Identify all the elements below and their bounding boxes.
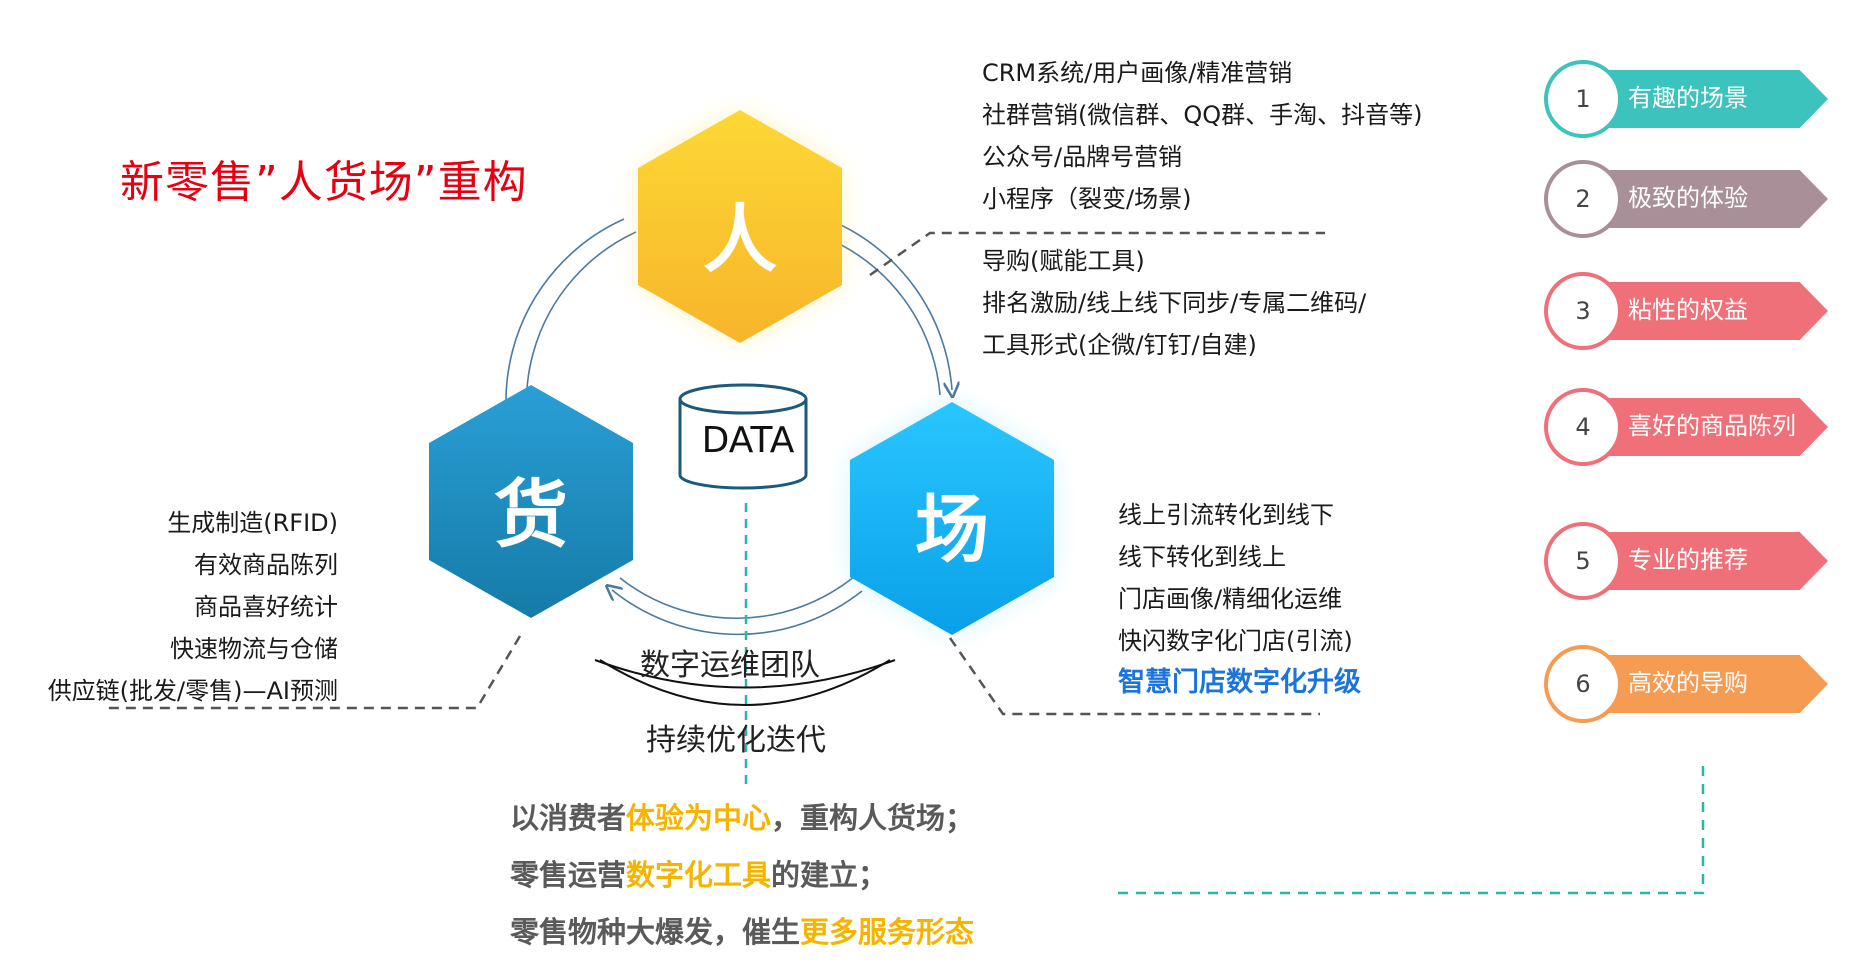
summary-block: 以消费者体验为中心，重构人货场； 零售运营数字化工具的建立； 零售物种大爆发，催…: [510, 790, 974, 961]
team-label: 数字运维团队: [640, 648, 820, 683]
place-hexagon: [850, 402, 1054, 635]
arrow-people-to-place: [829, 219, 952, 390]
step-5: 5 专业的推荐: [1540, 522, 1840, 600]
list-item: 小程序（裂变/场景): [982, 185, 1192, 213]
list-item: 快闪数字化门店(引流): [1118, 627, 1353, 655]
leader-place: [948, 637, 1320, 716]
step-label: 粘性的权益: [1628, 296, 1748, 324]
summary-line: 零售运营数字化工具的建立；: [510, 858, 888, 892]
step-label: 有趣的场景: [1628, 84, 1748, 112]
step-number: 3: [1544, 272, 1622, 350]
place-label: 场: [915, 487, 989, 573]
data-cylinder-icon: [678, 383, 808, 490]
list-item: 有效商品陈列: [194, 551, 338, 579]
list-item: 线下转化到线上: [1118, 543, 1286, 571]
step-bar: [1592, 170, 1828, 228]
summary-line: 零售物种大爆发，催生更多服务形态: [510, 915, 975, 949]
step-number: 4: [1544, 388, 1622, 466]
list-item: 门店画像/精细化运维: [1118, 585, 1343, 613]
step-label: 极致的体验: [1628, 184, 1748, 212]
step-3: 3 粘性的权益: [1540, 272, 1840, 350]
step-number: 2: [1544, 160, 1622, 238]
list-item: 公众号/品牌号营销: [982, 143, 1183, 171]
list-item: 工具形式(企微/钉钉/自建): [982, 331, 1257, 359]
place-list: 线上引流转化到线下 线下转化到线上 门店画像/精细化运维 快闪数字化门店(引流)…: [1118, 494, 1361, 704]
step-label: 高效的导购: [1628, 669, 1748, 697]
people-list-guide: 导购(赋能工具) 排名激励/线上线下同步/专属二维码/ 工具形式(企微/钉钉/自…: [982, 240, 1366, 366]
list-item: 导购(赋能工具): [982, 247, 1145, 275]
page-title: 新零售”人货场”重构: [120, 157, 528, 208]
step-bar: [1592, 398, 1828, 456]
goods-list: 生成制造(RFID) 有效商品陈列 商品喜好统计 快速物流与仓储 供应链(批发/…: [48, 502, 338, 712]
arrow-people-to-place-inner: [821, 235, 941, 396]
step-label: 专业的推荐: [1628, 546, 1748, 574]
list-item: 线上引流转化到线下: [1118, 501, 1334, 529]
leader-people: [869, 231, 1325, 277]
data-label: DATA: [701, 420, 795, 461]
step-6: 6 高效的导购: [1540, 645, 1840, 723]
place-highlight: 智慧门店数字化升级: [1118, 667, 1361, 698]
step-2: 2 极致的体验: [1540, 160, 1840, 238]
iteration-label: 持续优化迭代: [646, 723, 826, 758]
step-number: 5: [1544, 522, 1622, 600]
list-item: 排名激励/线上线下同步/专属二维码/: [982, 289, 1367, 317]
list-item: 供应链(批发/零售)—AI预测: [47, 677, 338, 705]
step-bar: [1592, 532, 1828, 590]
people-list-marketing: CRM系统/用户画像/精准营销 社群营销(微信群、QQ群、手淘、抖音等) 公众号…: [982, 52, 1423, 220]
step-4: 4 喜好的商品陈列: [1540, 388, 1840, 466]
step-bar: [1592, 282, 1828, 340]
list-item: 快速物流与仓储: [170, 635, 338, 663]
people-label: 人: [703, 197, 777, 283]
list-item: CRM系统/用户画像/精准营销: [982, 59, 1293, 87]
people-hexagon: [638, 110, 842, 343]
team-bracket-bottom: [599, 659, 891, 706]
step-1: 1 有趣的场景: [1540, 60, 1840, 138]
goods-hexagon: [429, 385, 633, 618]
step-number: 6: [1544, 645, 1622, 723]
leader-lines: [108, 231, 1325, 716]
step-bar: [1592, 70, 1828, 128]
arrow-place-to-goods: [612, 590, 863, 636]
step-number: 1: [1544, 60, 1622, 138]
step-label: 喜好的商品陈列: [1628, 412, 1796, 440]
steps-connector: [1115, 766, 1705, 895]
goods-label: 货: [494, 472, 568, 558]
leader-goods: [108, 635, 522, 710]
list-item: 社群营销(微信群、QQ群、手淘、抖音等): [982, 101, 1423, 129]
summary-line: 以消费者体验为中心，重构人货场；: [510, 801, 975, 835]
arrow-place-to-goods-inner: [619, 575, 856, 620]
step-bar: [1592, 655, 1828, 713]
list-item: 商品喜好统计: [194, 593, 338, 621]
list-item: 生成制造(RFID): [167, 509, 338, 537]
team-bracket-top: [594, 659, 896, 689]
